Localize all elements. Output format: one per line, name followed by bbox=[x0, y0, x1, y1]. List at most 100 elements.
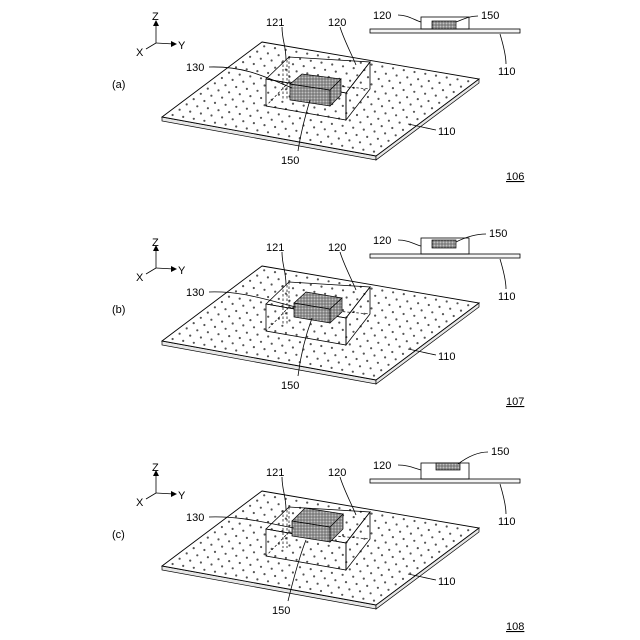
plate-hole bbox=[246, 312, 248, 314]
plate-hole bbox=[260, 97, 262, 99]
plate-hole bbox=[246, 88, 248, 90]
plate-hole bbox=[278, 113, 280, 115]
axis-y-label-b: Y bbox=[178, 265, 186, 277]
plate-hole bbox=[267, 72, 269, 74]
plate-hole bbox=[239, 298, 241, 300]
plate-hole bbox=[377, 567, 379, 569]
plate-hole bbox=[182, 116, 184, 118]
plate-hole bbox=[446, 525, 448, 527]
plate-hole bbox=[267, 131, 269, 133]
plate-hole bbox=[235, 555, 237, 557]
plate-hole bbox=[253, 326, 255, 328]
plate-hole bbox=[309, 363, 311, 365]
plate-hole bbox=[217, 313, 219, 315]
plate-hole bbox=[399, 82, 401, 84]
plate-hole bbox=[388, 324, 390, 326]
plate-hole bbox=[278, 582, 280, 584]
plate-hole bbox=[193, 342, 195, 344]
plate-hole bbox=[334, 130, 336, 132]
plate-hole bbox=[232, 303, 234, 305]
plate-hole bbox=[381, 534, 383, 536]
plate-hole bbox=[235, 330, 237, 332]
axis-z-label: Z bbox=[152, 11, 159, 23]
plate-hole bbox=[242, 100, 244, 102]
plate-hole bbox=[367, 96, 369, 98]
figure-ref-a: 106 bbox=[506, 171, 524, 183]
plate-hole bbox=[295, 354, 297, 356]
plate-hole bbox=[374, 540, 376, 542]
plate-hole bbox=[377, 118, 379, 120]
plate-hole bbox=[267, 560, 269, 562]
plate-hole bbox=[232, 528, 234, 530]
plate-hole bbox=[345, 132, 347, 134]
plate-hole bbox=[363, 109, 365, 111]
plate-hole bbox=[384, 112, 386, 114]
plate-hole bbox=[424, 317, 426, 319]
plate-hole bbox=[420, 105, 422, 107]
plate-hole bbox=[403, 69, 405, 71]
plate-hole bbox=[334, 354, 336, 356]
plate-hole bbox=[217, 109, 219, 111]
plate-hole bbox=[246, 351, 248, 353]
plate-hole bbox=[373, 151, 375, 153]
plate-hole bbox=[467, 304, 469, 306]
plate-hole bbox=[328, 505, 330, 507]
plate-hole bbox=[449, 84, 451, 86]
side-label-110-b: 110 bbox=[498, 291, 516, 303]
plate-hole bbox=[317, 358, 319, 360]
label-150-c: 150 bbox=[272, 605, 290, 617]
plate-hole bbox=[373, 354, 375, 356]
plate-hole bbox=[214, 82, 216, 84]
plate-hole bbox=[242, 305, 244, 307]
plate-hole bbox=[207, 88, 209, 90]
plate-hole bbox=[320, 345, 322, 347]
plate-hole bbox=[228, 335, 230, 337]
plate-hole bbox=[317, 278, 319, 280]
plate-hole bbox=[172, 114, 174, 116]
sample-block bbox=[290, 74, 341, 106]
plate-hole bbox=[249, 280, 251, 282]
plate-hole bbox=[438, 82, 440, 84]
plate-hole bbox=[186, 327, 188, 329]
label-130-a: 130 bbox=[186, 62, 204, 74]
plate-hole bbox=[256, 500, 258, 502]
plate-hole bbox=[416, 567, 418, 569]
plate-hole bbox=[203, 324, 205, 326]
sample-block-c bbox=[292, 508, 343, 542]
plate-hole bbox=[253, 532, 255, 534]
figure-ref-b: 107 bbox=[506, 396, 524, 408]
plate-hole bbox=[384, 581, 386, 583]
plate-hole bbox=[352, 596, 354, 598]
plate-hole bbox=[374, 71, 376, 73]
plate-hole bbox=[435, 75, 437, 77]
side-label-110-a: 110 bbox=[498, 66, 516, 78]
plate-hole bbox=[413, 295, 415, 297]
plate-hole bbox=[193, 547, 195, 549]
plate-hole bbox=[256, 314, 258, 316]
plate-hole bbox=[288, 359, 290, 361]
plate-hole bbox=[395, 318, 397, 320]
plate-hole bbox=[421, 534, 423, 536]
plate-hole bbox=[381, 105, 383, 107]
plate-hole bbox=[331, 347, 333, 349]
plate-hole bbox=[179, 333, 181, 335]
plate-hole bbox=[242, 324, 244, 326]
plate-hole bbox=[349, 343, 351, 345]
axis-x-label: X bbox=[136, 47, 144, 59]
plate-hole bbox=[306, 53, 308, 55]
plate-hole bbox=[267, 580, 269, 582]
plate-hole bbox=[417, 322, 419, 324]
plate-hole bbox=[416, 342, 418, 344]
plate-hole bbox=[417, 302, 419, 304]
plate-hole bbox=[242, 120, 244, 122]
plate-hole bbox=[224, 308, 226, 310]
plate-hole bbox=[306, 132, 308, 134]
plate-hole bbox=[356, 563, 358, 565]
plate-hole bbox=[413, 520, 415, 522]
plate-hole bbox=[338, 361, 340, 363]
side-label-110-c: 110 bbox=[498, 516, 516, 528]
plate-hole bbox=[385, 316, 387, 318]
plate-hole bbox=[388, 304, 390, 306]
plate-hole bbox=[438, 102, 440, 104]
plate-hole bbox=[274, 271, 276, 273]
